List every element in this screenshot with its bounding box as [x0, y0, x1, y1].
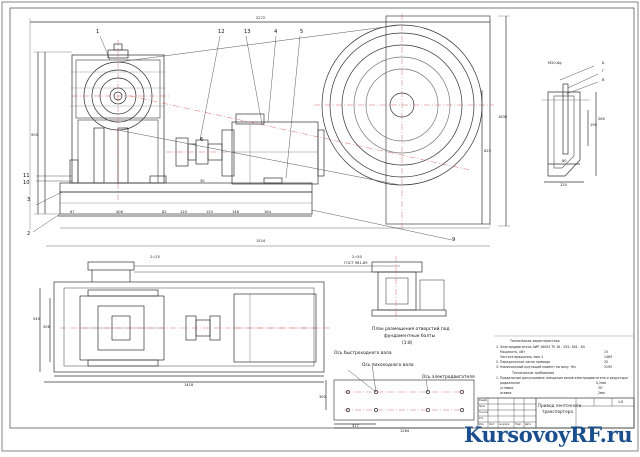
dim-holes-span: 1284	[400, 429, 410, 433]
title-block-field-3: № докум.	[499, 423, 510, 426]
detail-dim-190: 190	[590, 123, 597, 127]
tech-req-val-3: 2мм	[598, 391, 605, 395]
plan-title-line3: (1:8)	[402, 341, 413, 346]
title-block-field-9: Утв.	[479, 417, 484, 420]
callout-1: 1	[96, 29, 100, 35]
axis-fast-shaft: Ось быстроходного вала	[334, 351, 392, 356]
plan-title-line2: фундаментные болты	[384, 334, 436, 339]
tech-char-line-3: Частота вращения, мин-1	[500, 355, 544, 359]
callout-4: 4	[274, 29, 278, 35]
callout-13: 13	[244, 29, 251, 35]
dim-base-148: 148	[232, 210, 239, 214]
tech-req-val-1: 0,2мм	[596, 381, 606, 385]
dim-plan-length: 1418	[184, 383, 194, 387]
motor-front	[221, 113, 325, 185]
dim-base-164: 164	[264, 210, 271, 214]
dim-base-406: 406	[116, 210, 123, 214]
title-block-name-2: транспортера	[542, 409, 573, 414]
detail-letter-b: Б	[602, 61, 605, 65]
title-block-field-8: Н.контр.	[479, 411, 489, 414]
drawing-frame	[9, 7, 635, 429]
callout-6: 6	[200, 137, 204, 143]
detail-dim-120: 120	[560, 183, 567, 187]
dim-base-120a: 120	[180, 210, 187, 214]
tech-char-val-1: 15	[604, 350, 609, 354]
callout-12: 12	[218, 29, 225, 35]
foundation-bolt-detail	[542, 65, 599, 183]
title-block-field-2: Лист	[489, 423, 495, 426]
tech-req-line-4: осевое	[500, 391, 512, 395]
callout-3: 3	[27, 197, 31, 203]
watermark-logo[interactable]: KursovoyRF.ru	[464, 422, 633, 447]
dim-side-30: 30	[200, 179, 205, 183]
axis-slow-shaft: Ось тихоходного вала	[362, 363, 414, 368]
base-frame-front	[59, 159, 313, 215]
tech-req-line-1: 1. Предельные допускаемые смещения валов…	[496, 376, 628, 380]
tech-char-val-2: 1465	[604, 355, 613, 359]
dim-base-82: 82	[162, 210, 167, 214]
title-block-field-5: Дата	[525, 423, 531, 426]
callout-10: 10	[23, 180, 30, 186]
callout-11: 11	[23, 173, 30, 179]
tech-req-title: Технические требования	[512, 371, 555, 375]
dim-bottom-span: 1524	[256, 239, 266, 243]
dim-plan-540: 540	[33, 317, 40, 321]
drum-front	[314, 14, 494, 230]
callout-5: 5	[300, 29, 304, 35]
dim-base-120b: 120	[206, 210, 213, 214]
coupling-front	[166, 137, 236, 167]
dim-height-left: 900	[31, 133, 38, 137]
detail-thread: M20-6g	[548, 61, 562, 65]
callout-2: 2	[27, 231, 31, 237]
title-block-field-7: Пров.	[479, 405, 486, 408]
dim-holes-offset: 317	[352, 424, 359, 428]
title-block-scale: 1:8	[618, 400, 624, 404]
title-block-name-1: Привод ленточного	[538, 403, 582, 408]
dim-height-right: 1630	[498, 115, 508, 119]
dim-plan-306: 306	[43, 325, 50, 329]
belt-label-2: 2=50	[352, 255, 362, 259]
tech-char-val-4: 3195	[604, 365, 613, 369]
belt-label-1: 2=25	[150, 255, 160, 259]
detail-letter-g: Г	[602, 69, 605, 73]
title-block-field-1: Изм	[479, 423, 484, 426]
foundation-holes-plan	[325, 363, 475, 429]
title-block	[477, 397, 635, 429]
tech-char-title: Техническая характеристика	[510, 339, 560, 343]
detail-letter-v: В	[602, 78, 605, 82]
tech-req-line-3: угловое	[500, 386, 514, 390]
detail-dim-80: 80	[562, 159, 567, 163]
callout-9: 9	[452, 237, 456, 243]
plan-title-line1: План размещения отверстий под	[372, 327, 450, 332]
tech-char-line-5: 3. Номинальный крутящий момент на валу, …	[496, 365, 576, 369]
tech-req-line-2: радиальное	[500, 381, 521, 385]
dim-holes-height: 300	[319, 395, 326, 399]
axis-motor: Ось электродвигателя	[422, 375, 475, 380]
plan-view	[39, 261, 400, 383]
tech-req-val-2: 30'	[598, 386, 603, 390]
tech-char-line-1: 1. Электродвигатель АИР 160S4 ТУ 16 - 52…	[496, 345, 585, 349]
tech-char-line-4: 2. Передаточное число привода	[496, 360, 551, 364]
drum-plan	[371, 256, 447, 320]
dim-mid-height: 625	[484, 149, 491, 153]
dim-base-67: 67	[70, 210, 75, 214]
detail-dim-260: 260	[598, 117, 605, 121]
title-block-field-4: Подп.	[515, 423, 522, 426]
tech-char-line-2: Мощность, кВт	[500, 350, 526, 354]
belt-label-3: ГОСТ 981-89	[344, 261, 368, 265]
dim-total-width: 2272	[256, 16, 266, 20]
tech-char-val-3: 25	[604, 360, 609, 364]
title-block-field-6: Разраб.	[479, 399, 488, 402]
